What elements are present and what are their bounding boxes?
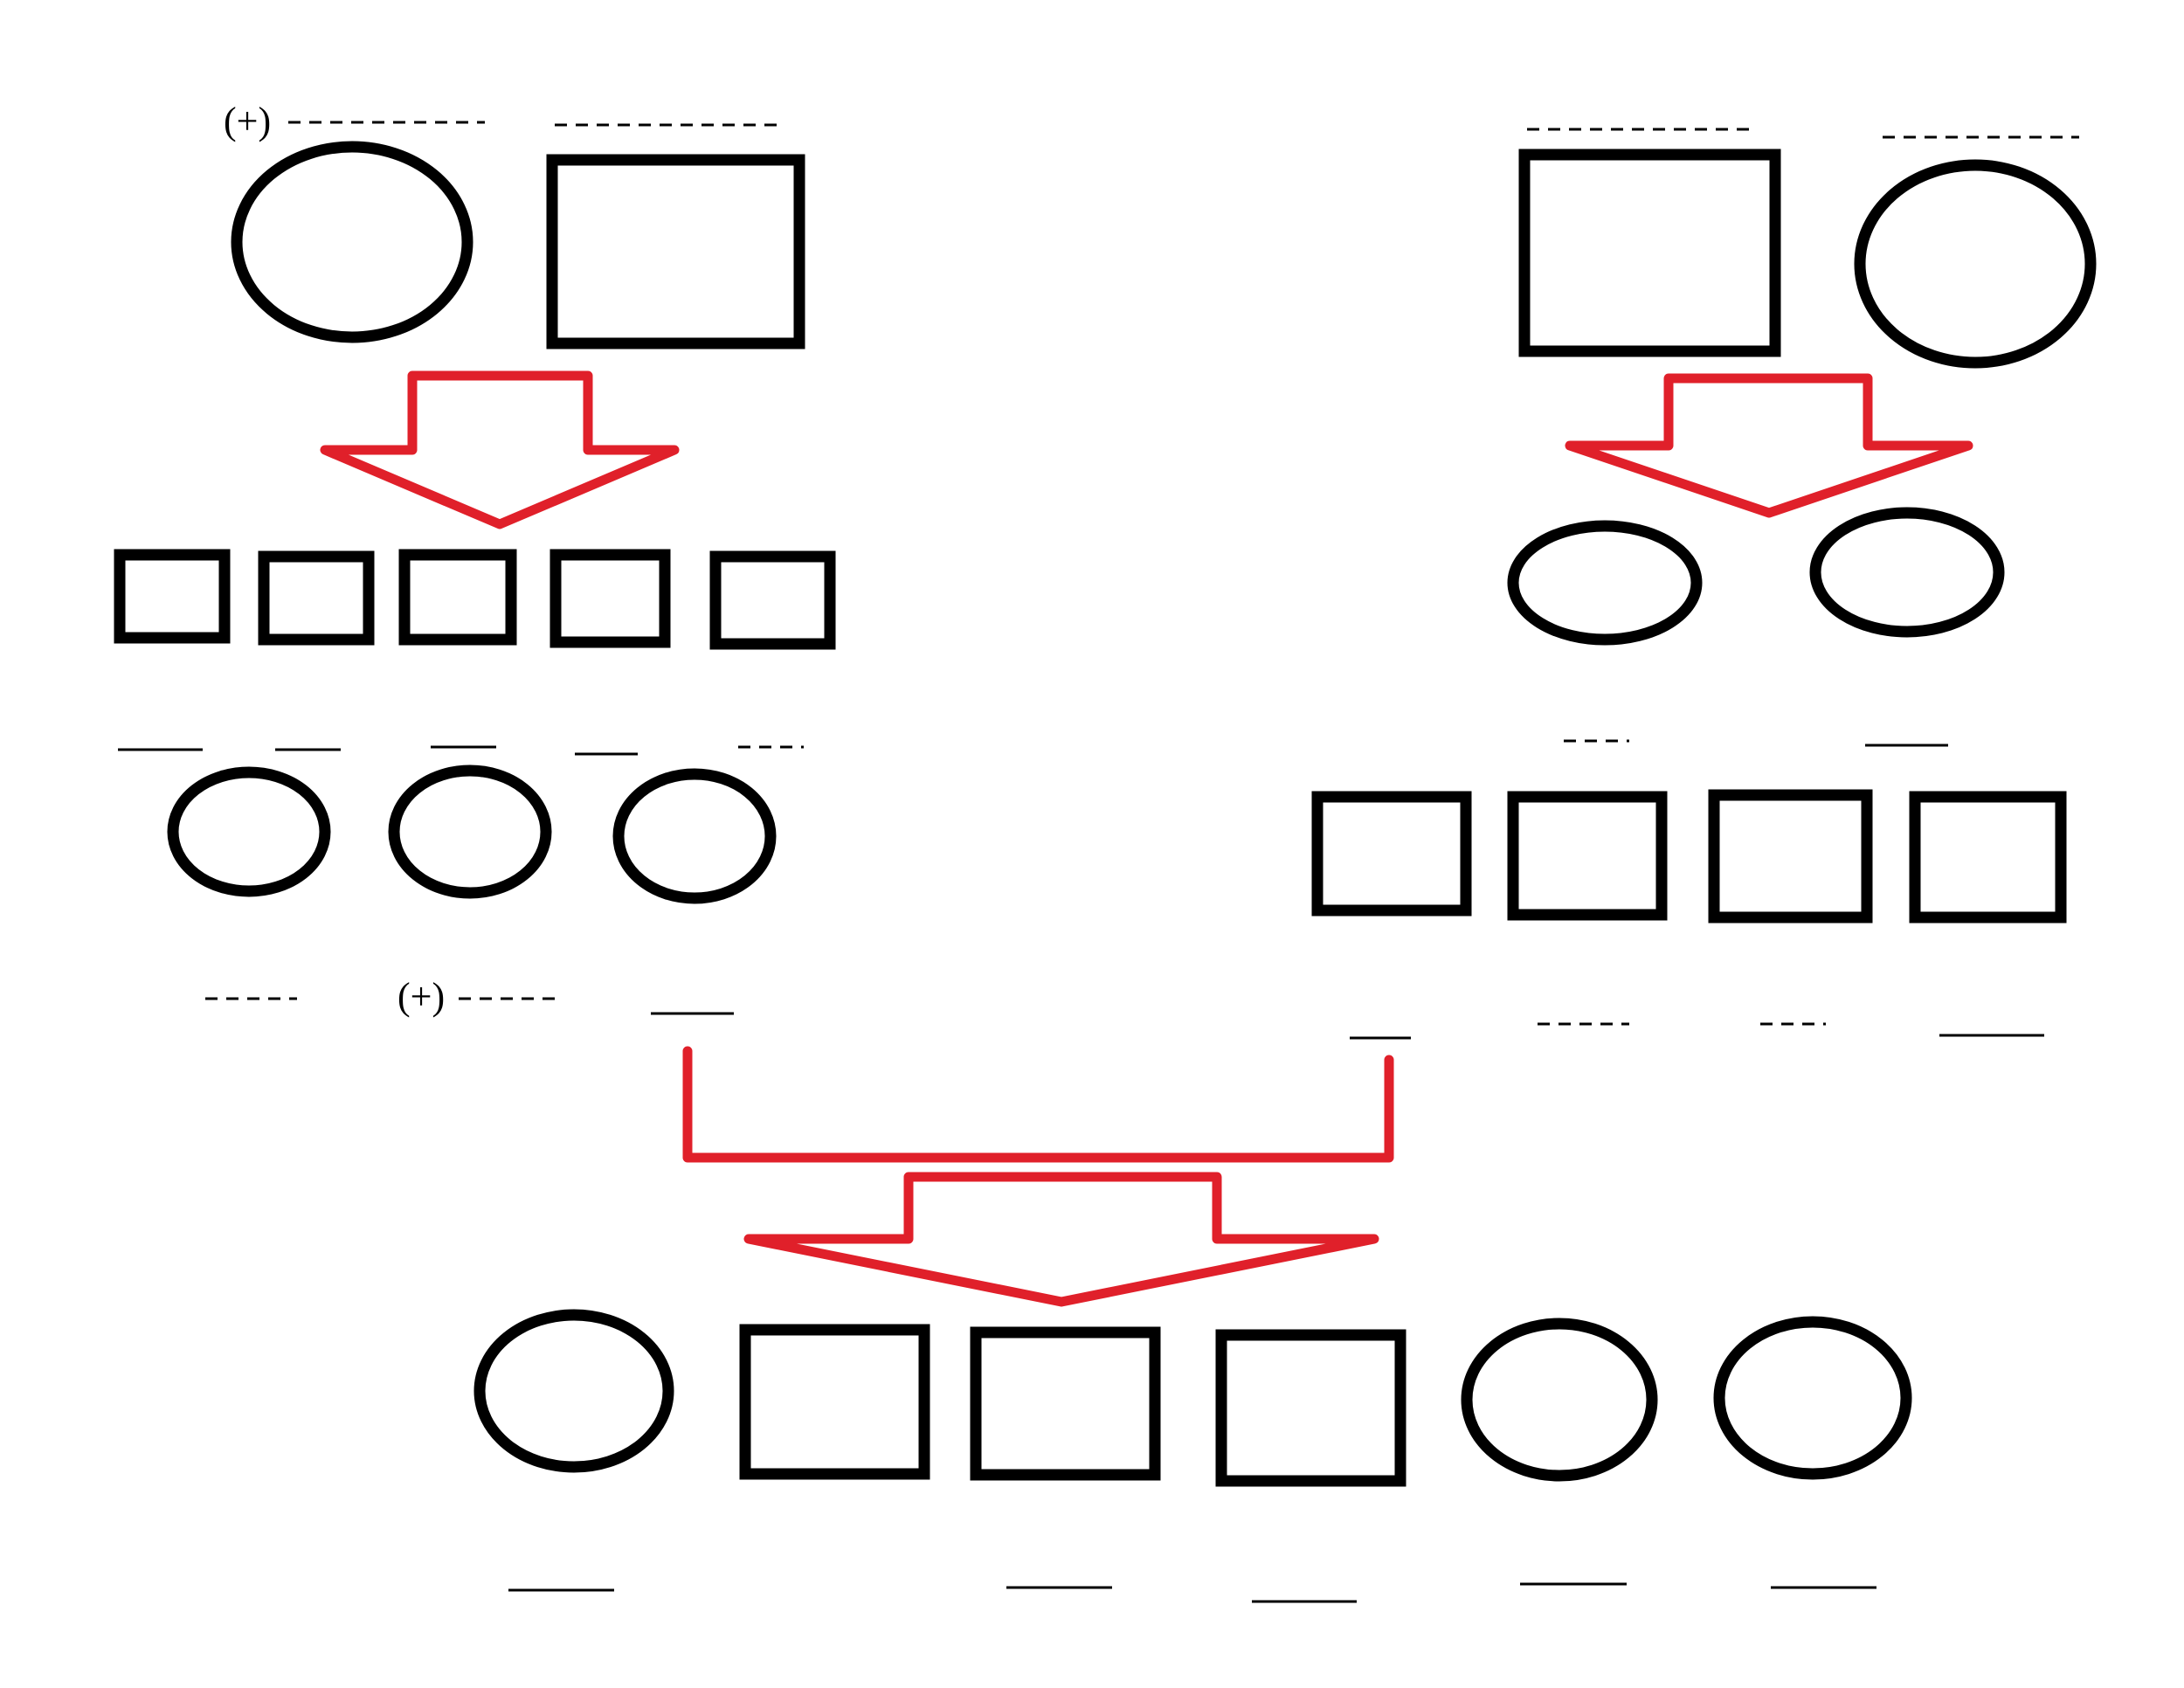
square-shape (709, 550, 836, 650)
square-shape (1311, 791, 1472, 917)
red-block-arrow-right (1565, 373, 1973, 518)
square-shape (1507, 791, 1668, 921)
circle-shape (1713, 1316, 1912, 1480)
plus-label-top: (+) (224, 100, 271, 142)
circle-shape (1507, 520, 1703, 646)
circle-shape (1854, 159, 2097, 369)
square-shape (739, 1324, 930, 1480)
square-shape (1215, 1329, 1406, 1487)
red-block-arrow-bottom (743, 1172, 1379, 1307)
square-shape (1518, 149, 1781, 357)
square-shape (258, 550, 375, 646)
square-shape (1909, 791, 2067, 924)
square-shape (970, 1326, 1161, 1481)
plus-label-bottom: (+) (397, 975, 445, 1018)
square-shape (114, 549, 231, 644)
parent-pair-left: (+) (224, 100, 805, 349)
square-shape (546, 154, 805, 349)
offspring-bottom (473, 1309, 1912, 1603)
circle-shape (473, 1309, 674, 1473)
square-shape (549, 549, 671, 648)
red-block-arrow-left (320, 370, 680, 529)
circle-shape (612, 768, 777, 904)
square-shape (398, 549, 517, 646)
circle-shape (388, 764, 552, 899)
circle-shape (1461, 1318, 1658, 1482)
offspring-right (1311, 507, 2067, 1040)
circle-shape (167, 766, 331, 897)
circle-shape (231, 141, 473, 343)
circle-shape (1809, 507, 2005, 638)
square-shape (1708, 789, 1873, 924)
red-bracket (682, 1046, 1394, 1163)
offspring-left: (+) (114, 549, 836, 1018)
parent-pair-right (1518, 128, 2097, 369)
